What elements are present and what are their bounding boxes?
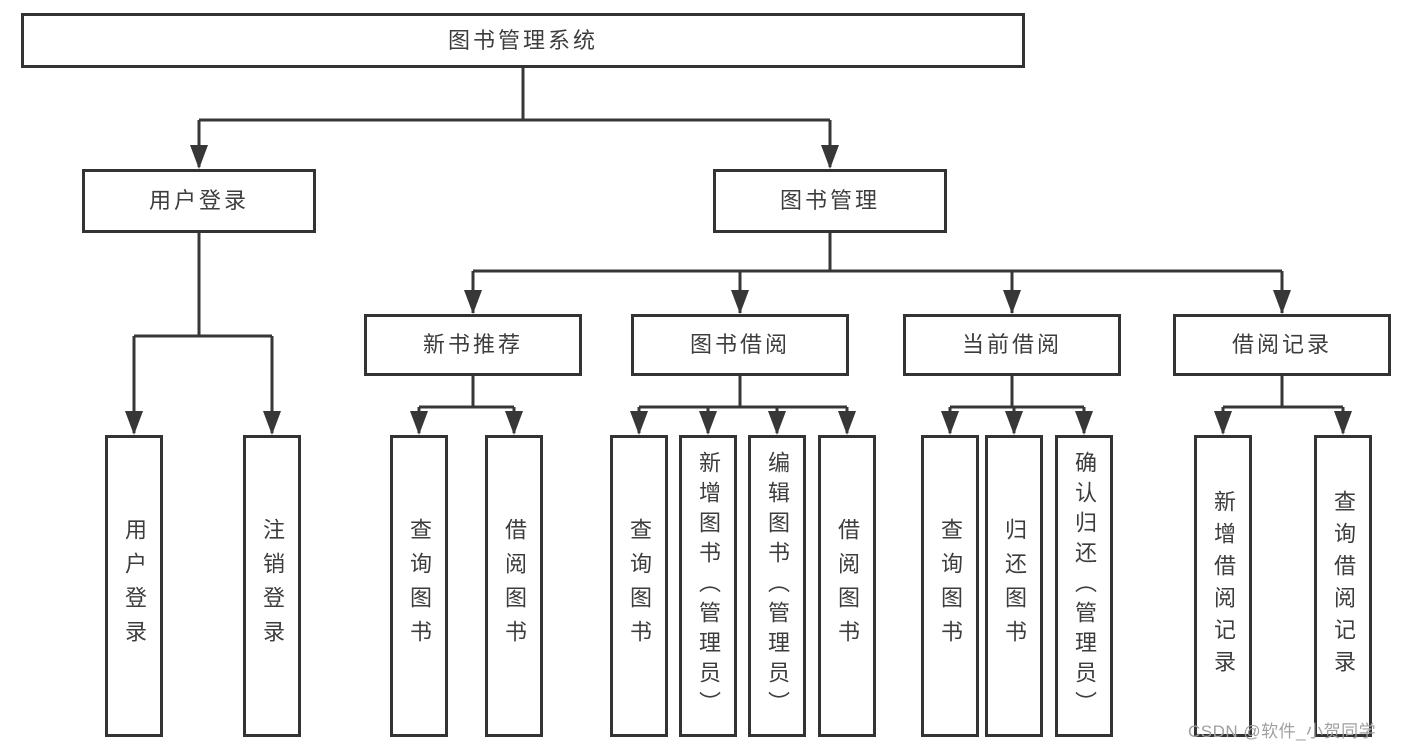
leaf-borrow-books-recommendation: 借阅图书 [485, 435, 543, 737]
leaf-query-borrow-record: 查询借阅记录 [1314, 435, 1372, 737]
leaf-query-books-current: 查询图书 [921, 435, 979, 737]
node-current-borrowing: 当前借阅 [903, 314, 1121, 376]
leaf-confirm-return-admin: 确认归还（管理员） [1055, 435, 1113, 737]
node-new-book-recommendation: 新书推荐 [364, 314, 582, 376]
node-book-management: 图书管理 [713, 169, 947, 233]
node-book-borrowing: 图书借阅 [631, 314, 849, 376]
leaf-user-login: 用户登录 [105, 435, 163, 737]
csdn-watermark: CSDN @软件_小贺同学 [1188, 722, 1377, 741]
node-label: 借阅记录 [1231, 332, 1332, 357]
node-label: 图书借阅 [689, 332, 790, 357]
node-label: 查询图书 [938, 518, 963, 654]
node-label: 新书推荐 [422, 332, 523, 357]
node-label: 图书管理 [779, 188, 880, 213]
node-label: 新增图书（管理员） [696, 451, 721, 721]
leaf-logout: 注销登录 [243, 435, 301, 737]
node-label: 用户登录 [122, 518, 147, 654]
node-user-login: 用户登录 [82, 169, 316, 233]
leaf-query-books-recommendation: 查询图书 [390, 435, 448, 737]
node-label: 查询图书 [407, 518, 432, 654]
leaf-add-book-admin: 新增图书（管理员） [679, 435, 737, 737]
leaf-add-borrow-record: 新增借阅记录 [1194, 435, 1252, 737]
node-label: 新增借阅记录 [1211, 490, 1236, 682]
leaf-edit-book-admin: 编辑图书（管理员） [748, 435, 806, 737]
node-label: 图书管理系统 [447, 27, 598, 53]
node-label: 编辑图书（管理员） [765, 451, 790, 721]
leaf-borrow-books-borrowing: 借阅图书 [818, 435, 876, 737]
node-label: 用户登录 [148, 188, 249, 213]
node-label: 归还图书 [1002, 518, 1027, 654]
node-label: 当前借阅 [961, 332, 1062, 357]
node-borrowing-records: 借阅记录 [1173, 314, 1391, 376]
node-label: 查询借阅记录 [1331, 490, 1356, 682]
node-label: 确认归还（管理员） [1072, 451, 1097, 721]
leaf-return-book: 归还图书 [985, 435, 1043, 737]
arrowhead-icons [125, 145, 1352, 435]
node-label: 注销登录 [260, 518, 285, 654]
leaf-query-books-borrowing: 查询图书 [610, 435, 668, 737]
node-label: 借阅图书 [502, 518, 527, 654]
node-label: 查询图书 [627, 518, 652, 654]
node-library-management-system: 图书管理系统 [21, 13, 1025, 68]
node-label: 借阅图书 [835, 518, 860, 654]
connector-lines [132, 68, 1345, 433]
